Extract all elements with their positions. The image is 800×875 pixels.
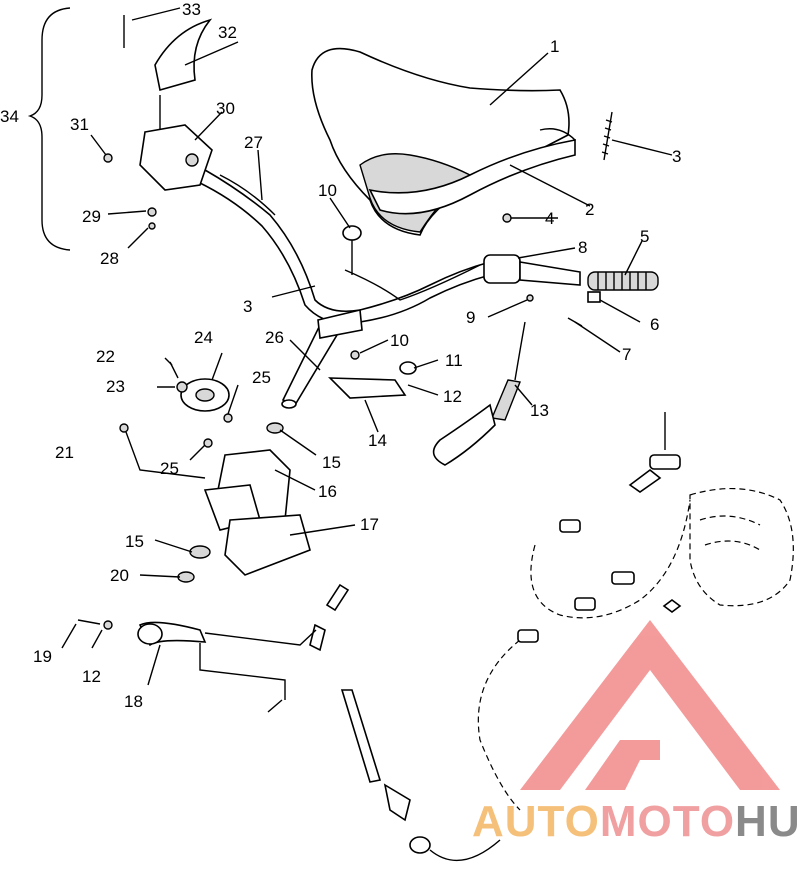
callout-28: 28 [100, 249, 119, 268]
callout-12b: 12 [82, 667, 101, 686]
callout-3a: 3 [672, 147, 681, 166]
watermark-triangle-icon [520, 620, 780, 790]
callout-25b: 25 [160, 459, 179, 478]
throttle-block [483, 254, 581, 286]
callout-7: 7 [622, 345, 631, 364]
routing-dashed [477, 499, 691, 811]
lower-cable [429, 839, 501, 862]
callout-10b: 10 [390, 331, 409, 350]
callout-14: 14 [368, 431, 387, 450]
callout-25a: 25 [252, 368, 271, 387]
washer-25a [223, 413, 233, 423]
callout-19: 19 [33, 647, 52, 666]
screw-9 [526, 294, 534, 302]
washer-10 [350, 350, 360, 360]
callout-11: 11 [445, 351, 463, 370]
cover-32 [154, 18, 213, 92]
callout-18: 18 [124, 692, 143, 711]
screw-31 [103, 153, 113, 163]
cable-connector [517, 412, 682, 643]
callout-3b: 3 [243, 297, 252, 316]
callout-24: 24 [194, 328, 213, 347]
washer-12 [103, 620, 113, 630]
throttle-cable-upper [344, 264, 481, 301]
callout-13: 13 [530, 401, 549, 420]
watermark-inner-icon [585, 740, 660, 790]
grip-plug [587, 291, 601, 303]
callout-29: 29 [82, 207, 101, 226]
callout-labels: 1 2 3 3 4 5 6 7 8 9 10 10 11 12 12 13 14… [0, 0, 681, 711]
callout-8: 8 [578, 238, 587, 257]
pad-bracket [368, 139, 576, 215]
callout-9: 9 [466, 308, 475, 327]
screw-4 [502, 213, 512, 223]
callout-16: 16 [318, 482, 337, 501]
watermark-text: AUTOMOTOHUB [472, 797, 800, 846]
steering-post [281, 324, 342, 409]
callout-20: 20 [110, 566, 129, 585]
callout-22: 22 [96, 347, 115, 366]
callout-15a: 15 [322, 453, 341, 472]
switch-cap-11 [399, 361, 417, 375]
flange-plate [180, 378, 230, 412]
callout-32: 32 [218, 23, 237, 42]
leader-lines [61, 7, 673, 700]
bolt-19 [77, 619, 101, 625]
callout-23: 23 [106, 377, 125, 396]
callout-5: 5 [640, 227, 649, 246]
nut-28 [148, 222, 156, 230]
callout-4: 4 [545, 209, 554, 228]
nut-21 [119, 423, 129, 433]
callout-12a: 12 [443, 387, 462, 406]
washer-23 [176, 381, 188, 393]
handlebar-clamp [317, 309, 363, 339]
hand-grip [587, 271, 659, 291]
callout-26: 26 [265, 328, 284, 347]
callout-2: 2 [585, 200, 594, 219]
washer-29 [147, 207, 157, 217]
carburetor-housing [689, 488, 794, 607]
bolt-lower [267, 699, 283, 713]
callout-1: 1 [550, 37, 559, 56]
callout-21: 21 [55, 443, 74, 462]
steering-support [177, 422, 311, 583]
callout-27: 27 [244, 133, 263, 152]
callout-33: 33 [182, 0, 201, 19]
callout-10a: 10 [318, 181, 337, 200]
callout-6: 6 [650, 315, 659, 334]
steering-arm [137, 621, 207, 647]
knob-10 [342, 225, 362, 275]
washer-25b [203, 438, 213, 448]
tether-cord [432, 321, 526, 466]
pad-screw [601, 111, 613, 161]
callout-34: 34 [0, 107, 19, 126]
group-brace [27, 7, 71, 251]
switch-housing-30 [139, 124, 213, 191]
callout-31: 31 [70, 115, 89, 134]
watermark-logo [520, 620, 780, 790]
switch-bracket [328, 377, 407, 399]
callout-30: 30 [216, 99, 235, 118]
callout-17: 17 [360, 515, 379, 534]
callout-15b: 15 [125, 532, 144, 551]
tie-rod [309, 583, 431, 854]
